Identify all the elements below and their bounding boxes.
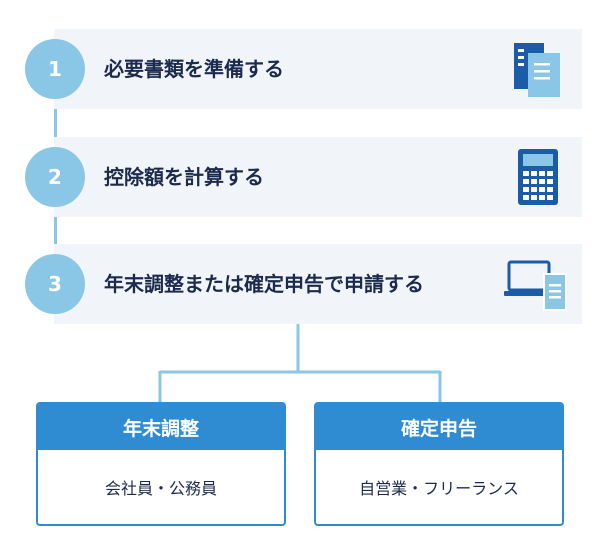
option-2-description: 自営業・フリーランス [359,479,519,498]
step-1-label: 必要書類を準備する [104,57,284,81]
option-1-title: 年末調整 [38,404,284,450]
step-1-number: 1 [25,39,85,99]
documents-icon [514,43,560,97]
step-2: 控除額を計算する [54,137,582,217]
laptop-document-icon [504,260,567,311]
option-1-description: 会社員・公務員 [104,479,217,498]
option-year-end-adjustment: 年末調整 会社員・公務員 [36,402,286,526]
step-2-number: 2 [25,147,85,207]
option-tax-return: 確定申告 自営業・フリーランス [314,402,564,526]
step-3: 年末調整または確定申告で申請する [54,244,582,324]
calculator-icon [518,149,558,205]
option-2-title: 確定申告 [316,404,562,450]
step-2-label: 控除額を計算する [104,165,264,189]
step-3-number: 3 [25,254,85,314]
step-1: 必要書類を準備する [54,29,582,109]
step-3-label: 年末調整または確定申告で申請する [104,272,424,296]
